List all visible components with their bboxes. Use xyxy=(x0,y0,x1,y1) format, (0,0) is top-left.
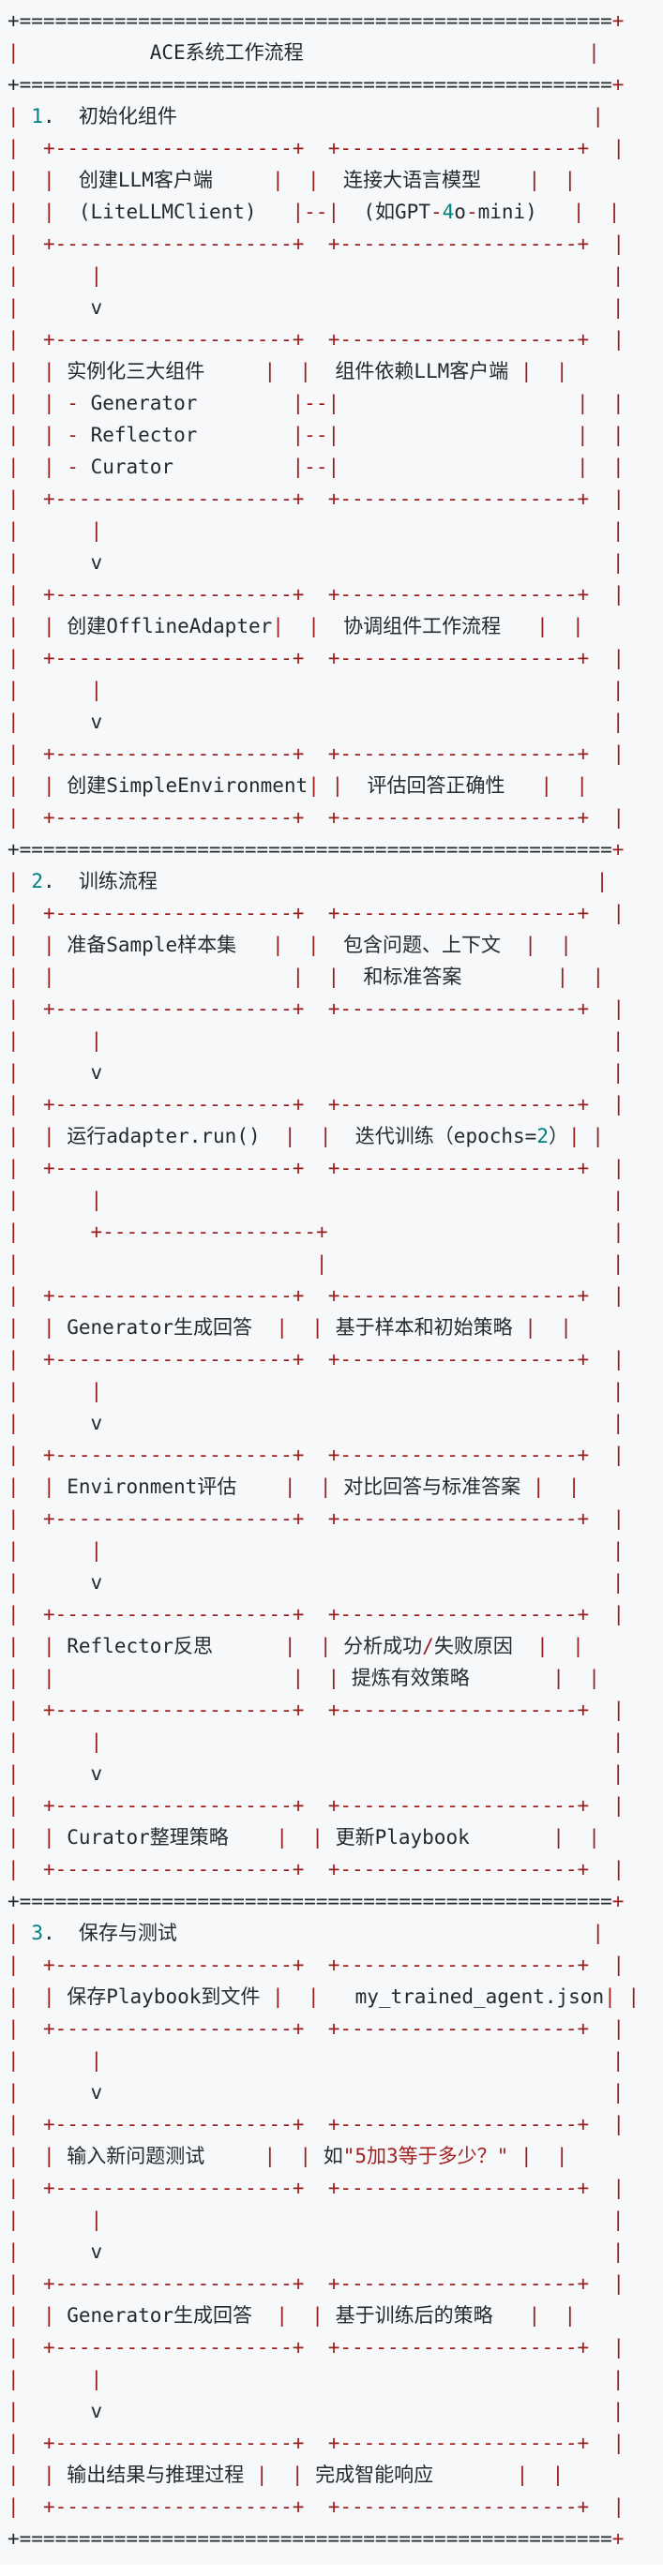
ascii-line: | | 输出结果与推理过程 | | 完成智能响应 | | xyxy=(8,2464,565,2486)
ascii-line: | +--------------------+ +--------------… xyxy=(8,2177,625,2199)
ascii-line: | +--------------------+ +--------------… xyxy=(8,2432,625,2454)
ascii-line: | +--------------------+ +--------------… xyxy=(8,1954,625,1976)
ascii-line: | +--------------------+ +--------------… xyxy=(8,1348,625,1370)
ascii-line: | +--------------------+ +--------------… xyxy=(8,1603,625,1625)
ascii-line: | | | xyxy=(8,1252,625,1275)
ascii-line: +=======================================… xyxy=(8,2527,625,2550)
ascii-line: | +--------------------+ +--------------… xyxy=(8,806,625,829)
ascii-line: | +--------------------+ +--------------… xyxy=(8,2017,625,2040)
ascii-line: | ACE系统工作流程 | xyxy=(8,41,600,64)
ascii-flowchart: +=======================================… xyxy=(8,5,663,2554)
ascii-line: | | | xyxy=(8,1380,625,1402)
ascii-line: | | | xyxy=(8,2368,625,2390)
ascii-line: | v | xyxy=(8,2400,625,2422)
ascii-line: | | | xyxy=(8,264,625,287)
ascii-line: | | 输入新问题测试 | | 如"5加3等于多少？" | | xyxy=(8,2145,568,2167)
ascii-line: | +--------------------+ +--------------… xyxy=(8,2336,625,2359)
ascii-line: | v | xyxy=(8,1762,625,1785)
ascii-line: | | | xyxy=(8,679,625,701)
ascii-line: | +------------------+ | xyxy=(8,1221,625,1243)
ascii-line: | +--------------------+ +--------------… xyxy=(8,1093,625,1116)
ascii-line: | | 创建SimpleEnvironment| | 评估回答正确性 | | xyxy=(8,774,588,797)
ascii-line: | +--------------------+ +--------------… xyxy=(8,997,625,1020)
ascii-line: | +--------------------+ +--------------… xyxy=(8,2113,625,2135)
ascii-line: | +--------------------+ +--------------… xyxy=(8,647,625,669)
ascii-line: | | | xyxy=(8,1189,625,1211)
ascii-line: | v | xyxy=(8,2240,625,2263)
ascii-line: | v | xyxy=(8,1571,625,1594)
ascii-line: | +--------------------+ +--------------… xyxy=(8,1284,625,1307)
ascii-line: | | 创建OfflineAdapter| | 协调组件工作流程 | | xyxy=(8,615,584,637)
ascii-line: | | | xyxy=(8,1029,625,1052)
ascii-line: | v | xyxy=(8,1412,625,1434)
ascii-line: | | (LiteLLMClient) |--| (如GPT-4o-mini) … xyxy=(8,201,621,223)
ascii-line: +=======================================… xyxy=(8,73,625,96)
ascii-line: +=======================================… xyxy=(8,1890,625,1912)
ascii-line: | | 实例化三大组件 | | 组件依赖LLM客户端 | | xyxy=(8,360,568,382)
ascii-line: | +--------------------+ +--------------… xyxy=(8,2495,625,2518)
ascii-line: | | 保存Playbook到文件 | | my_trained_agent.j… xyxy=(8,1985,640,2008)
ascii-line: | | Environment评估 | | 对比回答与标准答案 | | xyxy=(8,1475,580,1498)
ascii-line: | +--------------------+ +--------------… xyxy=(8,1157,625,1179)
ascii-line: | +--------------------+ +--------------… xyxy=(8,742,625,765)
ascii-line: | | - Reflector |--| | | xyxy=(8,424,625,446)
ascii-line: | +--------------------+ +--------------… xyxy=(8,328,625,351)
ascii-line: | | | xyxy=(8,519,625,542)
ascii-line: | | - Generator |--| | | xyxy=(8,392,625,414)
ascii-line: | 2. 训练流程 | xyxy=(8,870,609,892)
ascii-line: | +--------------------+ +--------------… xyxy=(8,1858,625,1880)
ascii-line: +=======================================… xyxy=(8,838,625,861)
ascii-line: | v | xyxy=(8,296,625,319)
ascii-line: | +--------------------+ +--------------… xyxy=(8,1507,625,1530)
ascii-line: | +--------------------+ +--------------… xyxy=(8,902,625,924)
ascii-line: | +--------------------+ +--------------… xyxy=(8,1444,625,1466)
ascii-line: | +--------------------+ +--------------… xyxy=(8,137,625,159)
ascii-line: | | | xyxy=(8,1539,625,1562)
ascii-line: | | Reflector反思 | | 分析成功/失败原因 | | xyxy=(8,1635,584,1657)
ascii-line: | +--------------------+ +--------------… xyxy=(8,487,625,510)
ascii-line: | +--------------------+ +--------------… xyxy=(8,232,625,255)
ascii-line: | +--------------------+ +--------------… xyxy=(8,1699,625,1721)
ascii-line: | | - Curator |--| | | xyxy=(8,456,625,478)
ascii-line: | | Generator生成回答 | | 基于训练后的策略 | | xyxy=(8,2304,577,2327)
ascii-line: | +--------------------+ +--------------… xyxy=(8,1794,625,1817)
ascii-line: | | Curator整理策略 | | 更新Playbook | | xyxy=(8,1826,600,1849)
ascii-line: | v | xyxy=(8,1061,625,1084)
ascii-line: | 1. 初始化组件 | xyxy=(8,105,605,127)
ascii-line: | | 创建LLM客户端 | | 连接大语言模型 | | xyxy=(8,169,577,191)
ascii-line: +=======================================… xyxy=(8,9,625,32)
ascii-line: | 3. 保存与测试 | xyxy=(8,1922,605,1944)
ascii-line: | | 运行adapter.run() | | 迭代训练（epochs=2）| … xyxy=(8,1125,604,1147)
ascii-line: | v | xyxy=(8,551,625,574)
ascii-line: | | 准备Sample样本集 | | 包含问题、上下文 | | xyxy=(8,934,572,956)
ascii-line: | +--------------------+ +--------------… xyxy=(8,583,625,606)
ascii-line: | +--------------------+ +--------------… xyxy=(8,2272,625,2295)
ascii-line: | | Generator生成回答 | | 基于样本和初始策略 | | xyxy=(8,1316,572,1339)
ascii-line: | | | xyxy=(8,2049,625,2072)
ascii-line: | v | xyxy=(8,711,625,733)
ascii-line: | v | xyxy=(8,2081,625,2104)
ascii-line: | | | | 提炼有效策略 | | xyxy=(8,1667,600,1689)
ascii-line: | | | | 和标准答案 | | xyxy=(8,966,605,988)
ascii-line: | | | xyxy=(8,2209,625,2231)
ascii-line: | | | xyxy=(8,1730,625,1753)
